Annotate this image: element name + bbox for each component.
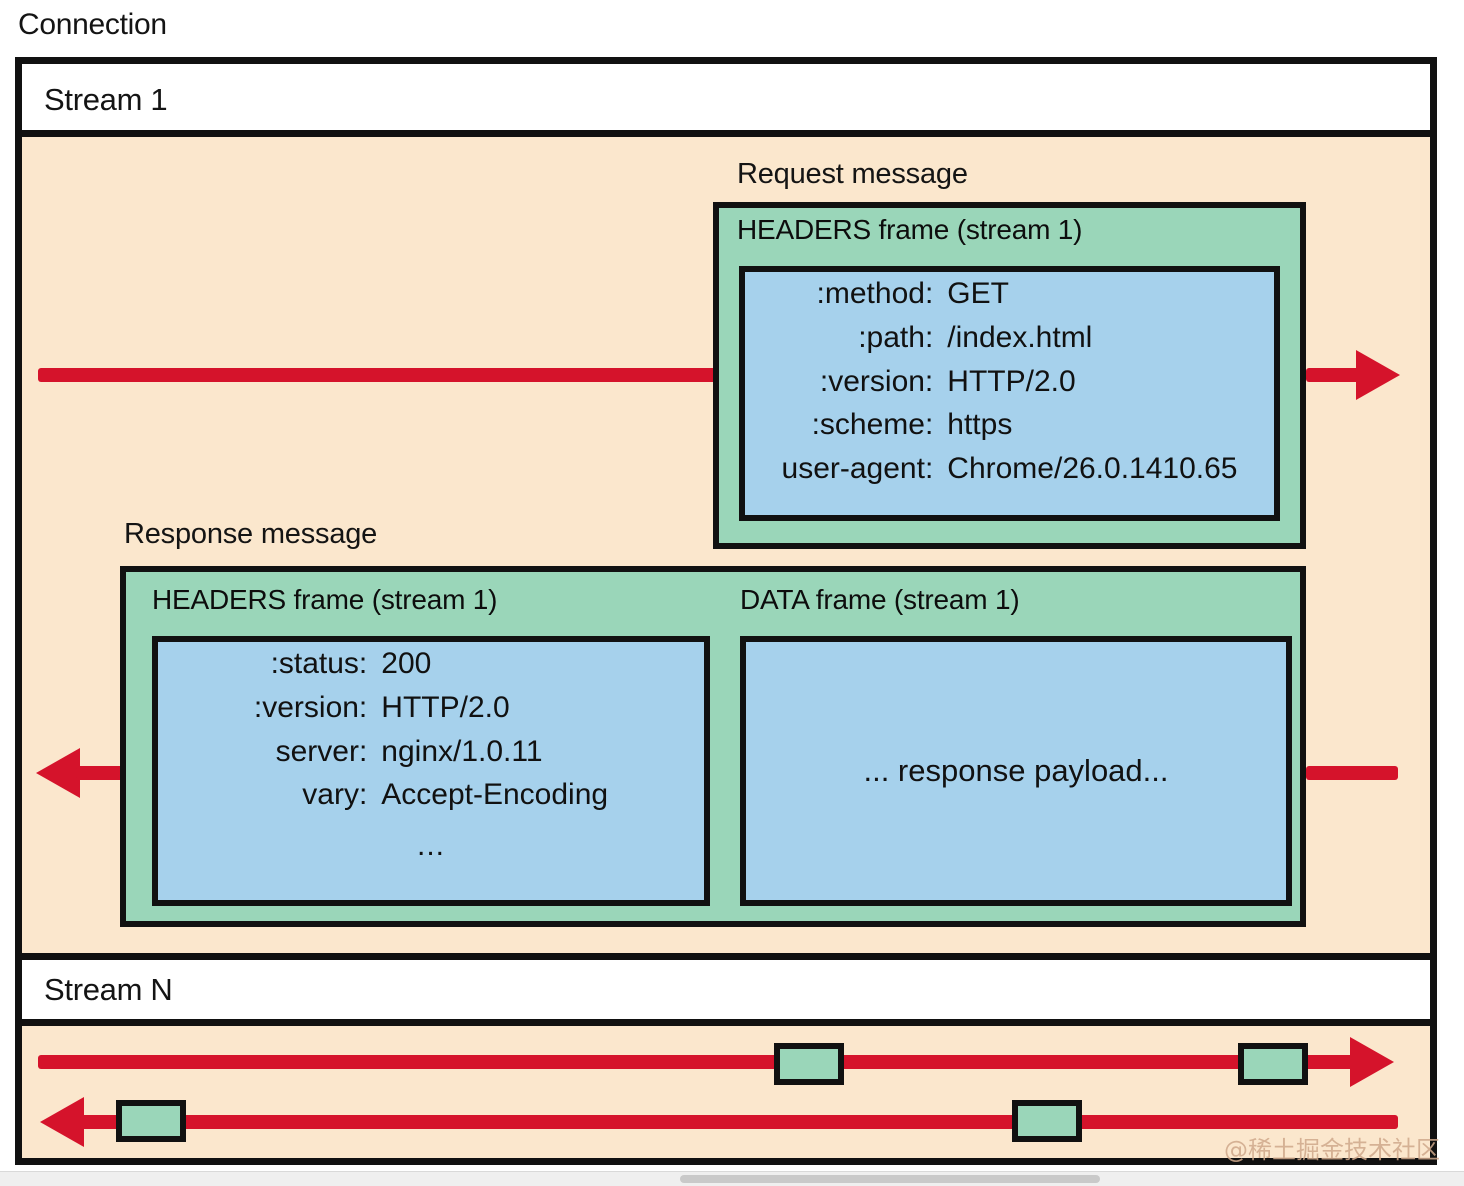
stream-n-outgoing-line [38,1055,1356,1069]
header-value: https [947,408,1013,442]
header-key: vary: [302,778,368,812]
response-headers-table: :status: 200 :version: HTTP/2.0 server: nginx… [254,642,608,868]
response-data-payload: ... response payload... [740,636,1292,906]
request-headers-table: :method: GET :path: /index.html :version: HTT… [782,272,1238,491]
header-ellipsis: ... [416,829,445,863]
response-flow-line-right [1306,766,1398,780]
header-row-more: ... [254,817,608,868]
header-row: vary: Accept-Encoding [254,773,608,817]
stream-1-header-divider [22,130,1430,137]
header-row: :path: /index.html [782,316,1238,360]
header-row: :method: GET [782,272,1238,316]
header-value: Chrome/26.0.1410.65 [947,452,1238,486]
header-value: Accept-Encoding [381,778,609,812]
header-row: :version: HTTP/2.0 [782,360,1238,404]
stream-n-header: Stream N [22,953,1430,1026]
header-key: server: [275,734,368,768]
header-key: user-agent: [781,452,934,486]
stream-n-frame-chip [774,1043,844,1085]
header-value: /index.html [947,320,1093,354]
response-message-label: Response message [124,518,378,550]
header-key: :version: [253,690,368,724]
header-value: HTTP/2.0 [381,690,510,724]
watermark: @稀土掘金技术社区 [1224,1136,1440,1164]
page-title: Connection [18,8,167,41]
stream-n-incoming-line [80,1115,1398,1129]
header-row: :status: 200 [254,642,608,686]
stream-n-frame-chip [1012,1100,1082,1142]
header-row: :version: HTTP/2.0 [254,686,608,730]
page-bottom-edge [0,1171,1464,1186]
response-data-frame: DATA frame (stream 1) ... response paylo… [734,578,1294,918]
header-key: :version: [819,364,934,398]
response-message-frame: HEADERS frame (stream 1) :status: 200 :ver… [120,566,1306,927]
header-key: :status: [270,647,368,680]
stream-1-label: Stream 1 [44,82,168,117]
stream-n-incoming-arrow-head [40,1097,84,1147]
response-data-frame-title: DATA frame (stream 1) [740,584,1020,615]
stream-n-frame-chip [116,1100,186,1142]
request-flow-line-left [38,368,718,382]
request-headers-frame: HEADERS frame (stream 1) :method: GET :pat… [713,202,1306,549]
request-flow-line-right [1306,368,1366,382]
header-value: GET [947,277,1009,310]
header-row: :scheme: https [782,403,1238,447]
header-key: :method: [816,277,934,310]
response-flow-line-left [76,766,126,780]
header-row: user-agent: Chrome/26.0.1410.65 [782,447,1238,491]
response-headers-frame: HEADERS frame (stream 1) :status: 200 :ver… [146,578,716,918]
header-value: HTTP/2.0 [947,364,1076,398]
stream-n-label: Stream N [44,971,173,1007]
request-arrow-head [1356,350,1400,400]
header-value: 200 [381,647,432,680]
response-payload-text: ... response payload... [863,753,1169,788]
response-arrow-head [36,748,80,798]
response-headers-frame-title: HEADERS frame (stream 1) [152,584,498,615]
header-key: :path: [858,320,934,354]
horizontal-scrollbar[interactable] [680,1175,1100,1183]
stream-1-header: Stream 1 [22,64,1430,136]
header-row: server: nginx/1.0.11 [254,730,608,774]
header-key: :scheme: [811,408,934,442]
stream-n-body [22,1026,1430,1158]
stream-n-outgoing-arrow-head [1350,1037,1394,1087]
response-headers-payload: :status: 200 :version: HTTP/2.0 server: nginx… [152,636,710,906]
request-headers-payload: :method: GET :path: /index.html :version: HTT… [739,266,1280,521]
header-value: nginx/1.0.11 [381,734,543,768]
request-headers-frame-title: HEADERS frame (stream 1) [737,214,1083,245]
request-message-label: Request message [737,158,968,190]
stream-n-frame-chip [1238,1043,1308,1085]
